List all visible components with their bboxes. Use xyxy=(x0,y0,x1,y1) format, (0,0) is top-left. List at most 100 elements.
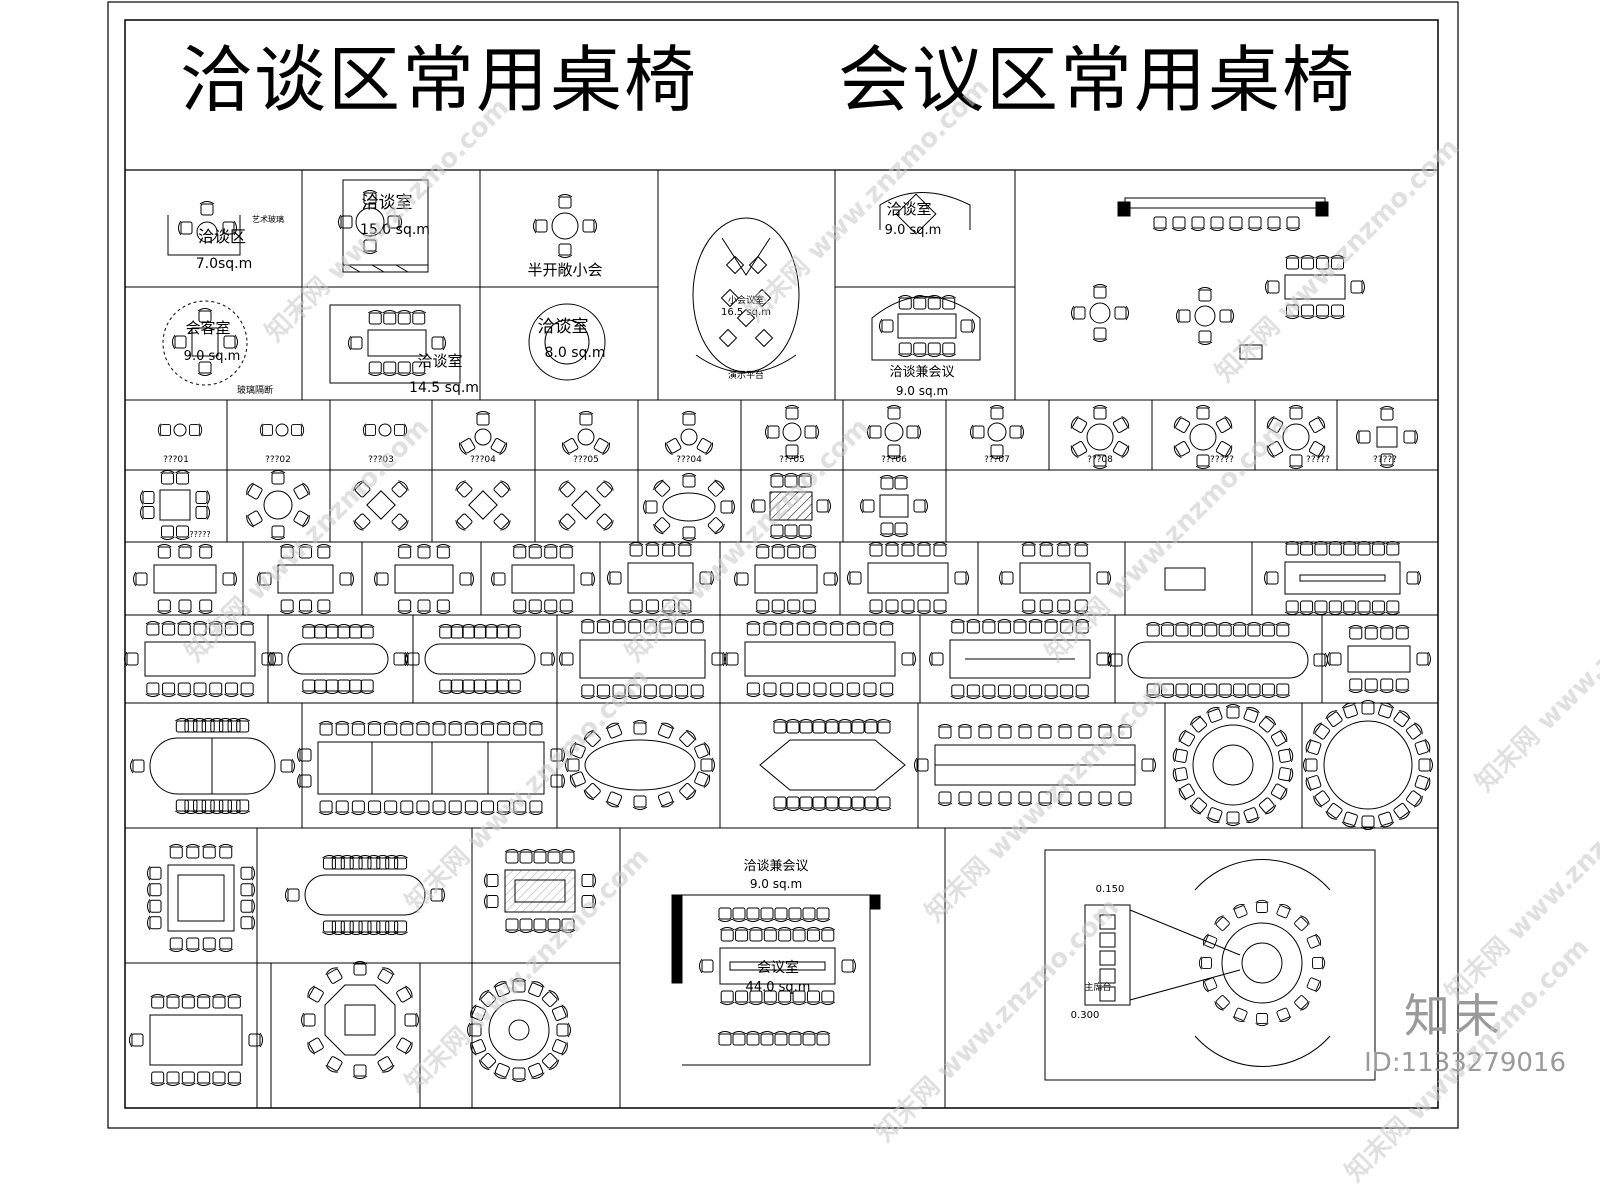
chair xyxy=(643,684,658,699)
chair xyxy=(1028,619,1043,634)
chair xyxy=(719,927,735,942)
chair xyxy=(583,783,601,801)
chair xyxy=(696,438,713,456)
chair xyxy=(325,967,343,984)
set-code: ???05 xyxy=(779,455,805,465)
square-table xyxy=(159,489,191,521)
chair xyxy=(884,599,900,614)
chair xyxy=(396,1037,413,1055)
partition-label: 玻璃隔断 xyxy=(237,384,273,396)
chair xyxy=(645,542,660,557)
chair xyxy=(997,619,1012,634)
chair xyxy=(1341,702,1358,719)
chair xyxy=(1378,811,1395,828)
chair xyxy=(1172,767,1188,783)
chair xyxy=(653,517,671,535)
chair xyxy=(681,473,697,488)
chair xyxy=(1275,622,1291,637)
chair xyxy=(318,721,334,736)
chair xyxy=(1284,541,1300,556)
chair xyxy=(565,757,580,773)
chair xyxy=(797,524,813,539)
chair xyxy=(362,423,376,437)
chair xyxy=(1108,652,1123,668)
chair xyxy=(860,498,875,514)
set-code: ???01 xyxy=(163,455,189,465)
chair xyxy=(1219,308,1234,324)
dim-label-1: 0.150 xyxy=(1096,884,1125,895)
chair xyxy=(941,342,957,357)
chair xyxy=(1038,542,1054,557)
chair xyxy=(1043,684,1059,699)
chair xyxy=(1265,279,1280,295)
chair xyxy=(558,599,574,614)
chair xyxy=(1074,619,1090,634)
rect-table xyxy=(867,562,949,594)
rostrum-seat xyxy=(1099,932,1116,948)
chair xyxy=(248,1032,263,1048)
room-b-area: 15.0 sq.m xyxy=(360,222,430,238)
chair xyxy=(367,800,382,815)
chair xyxy=(1074,684,1090,699)
chair xyxy=(297,747,312,763)
chair xyxy=(377,967,395,984)
chair xyxy=(779,682,794,697)
chair xyxy=(208,682,224,697)
chair xyxy=(1145,622,1161,637)
chair xyxy=(916,599,932,614)
chair xyxy=(1330,304,1345,319)
chair xyxy=(876,719,892,734)
chair xyxy=(176,682,192,697)
chair xyxy=(1012,684,1028,699)
chair xyxy=(285,887,300,903)
chair xyxy=(1312,956,1326,970)
chair xyxy=(168,937,184,952)
long-table xyxy=(1284,561,1401,595)
rect-table xyxy=(511,564,575,594)
chair xyxy=(970,424,985,440)
chair xyxy=(1225,811,1241,826)
chair xyxy=(351,800,366,815)
chair xyxy=(1378,702,1395,719)
chair xyxy=(1328,541,1343,556)
chair xyxy=(527,599,543,614)
chair xyxy=(415,721,431,736)
chair xyxy=(223,334,238,350)
chair xyxy=(1379,625,1395,640)
chair xyxy=(1285,304,1300,319)
chair xyxy=(129,1032,144,1048)
chair xyxy=(912,342,928,357)
chair xyxy=(913,498,928,514)
chair xyxy=(1232,683,1247,698)
chair xyxy=(201,937,217,952)
chair xyxy=(459,571,474,587)
chair xyxy=(1360,815,1376,830)
chair xyxy=(679,729,697,747)
chair xyxy=(893,522,909,537)
chair xyxy=(226,718,242,733)
chair xyxy=(293,510,310,528)
chair xyxy=(396,310,412,325)
chair xyxy=(1160,622,1175,637)
chair xyxy=(484,873,499,888)
chair xyxy=(181,1071,196,1086)
chair xyxy=(558,480,576,498)
chair xyxy=(777,990,792,1005)
chair xyxy=(677,542,693,557)
chair xyxy=(540,651,555,667)
chair xyxy=(1057,791,1073,806)
chair xyxy=(480,800,495,815)
chair xyxy=(783,473,799,488)
chair xyxy=(645,599,660,614)
outer-ring-arc xyxy=(1194,1035,1331,1067)
side-table xyxy=(1239,344,1263,360)
chair xyxy=(932,542,948,557)
chair xyxy=(997,684,1012,699)
chair xyxy=(977,791,993,806)
rect-table xyxy=(627,562,694,594)
chair xyxy=(226,799,242,814)
chair xyxy=(658,619,674,634)
chair xyxy=(218,799,233,814)
oval-table xyxy=(662,492,716,522)
chair xyxy=(198,599,213,614)
